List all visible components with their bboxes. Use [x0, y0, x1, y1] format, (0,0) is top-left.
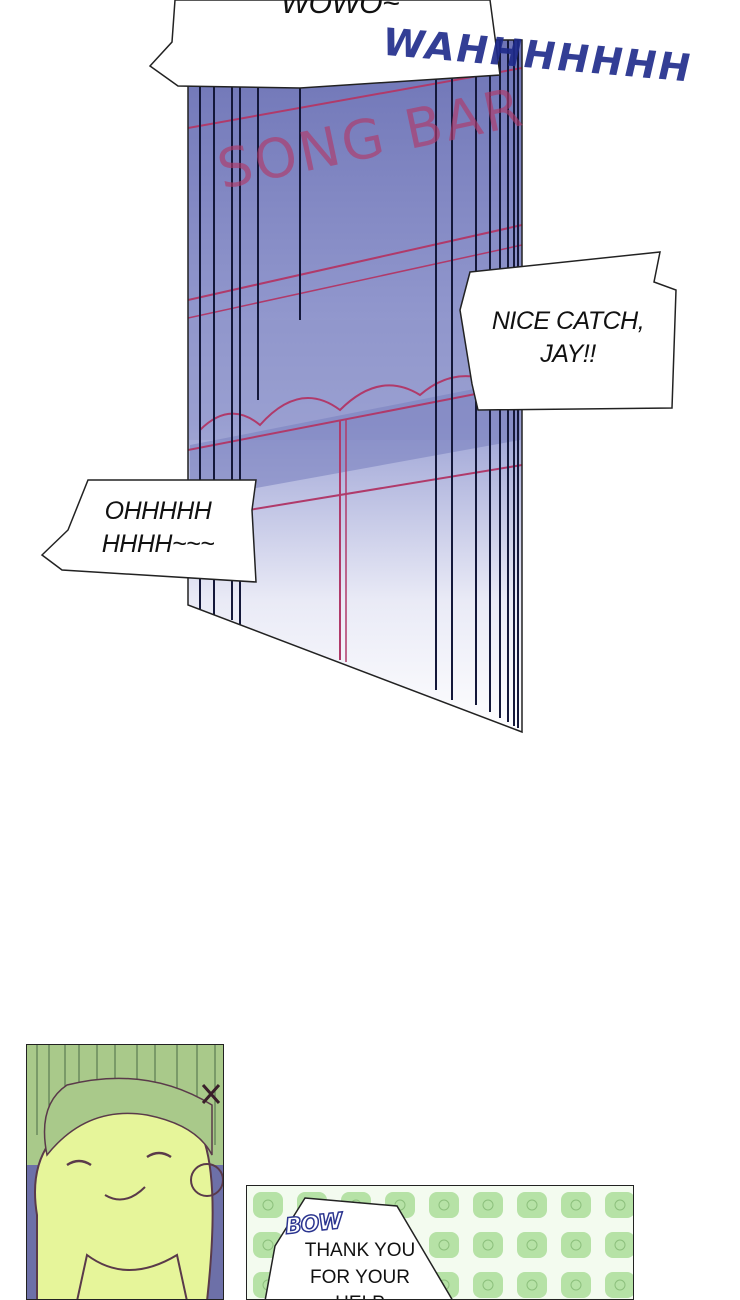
green-pattern [247, 1186, 633, 1299]
bubble-top-text: WOWO~ [280, 0, 400, 20]
bubble-thanks-text: THANK YOU FOR YOUR HELP [304, 1240, 416, 1299]
panel-character [26, 1044, 224, 1300]
character-illustration [27, 1045, 223, 1299]
bubble-left-text: OHHHHH HHHH~~~ [101, 497, 215, 558]
speech-bubble-top [148, 0, 501, 89]
panel-thanks: BOW THANK YOU FOR YOUR HELP [246, 1185, 634, 1300]
bubble-right-text: NICE CATCH, JAY!! [491, 307, 645, 368]
panel-storefront: SONG BAR WOWO~ WAHHHHHHH NICE CATCH, JAY… [40, 0, 697, 734]
